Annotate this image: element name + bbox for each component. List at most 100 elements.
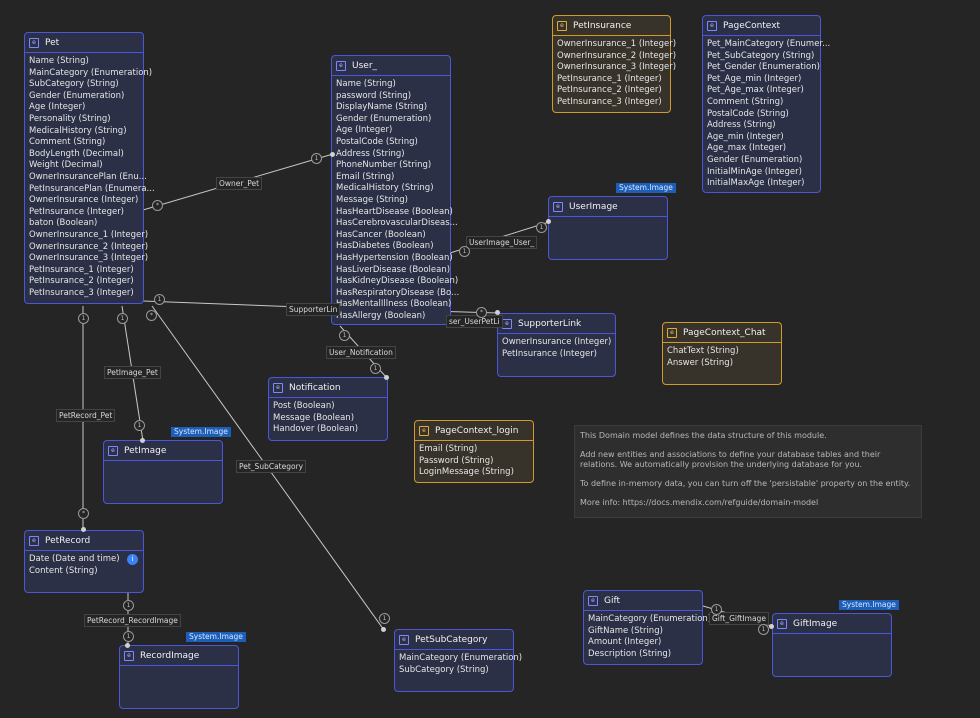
- attribute[interactable]: password (String): [336, 90, 412, 101]
- attribute[interactable]: Message (Boolean): [273, 412, 355, 423]
- attribute[interactable]: HasKidneyDisease (Boolean): [336, 276, 459, 287]
- event-handler-badge[interactable]: i: [127, 554, 138, 565]
- association-label-user-notification[interactable]: User_Notification: [326, 346, 396, 359]
- attribute[interactable]: Age_min (Integer): [707, 131, 784, 142]
- attribute[interactable]: Comment (String): [707, 96, 784, 107]
- attribute[interactable]: OwnerInsurance_2 (Integer): [557, 50, 677, 61]
- association-label-owner-pet[interactable]: Owner_Pet: [216, 177, 263, 190]
- attribute[interactable]: OwnerInsurancePlan (Enu...: [29, 171, 147, 182]
- attribute[interactable]: Pet_Gender (Enumeration): [707, 62, 820, 73]
- attribute[interactable]: PetInsurance_1 (Integer): [29, 264, 134, 275]
- association-label-supporterlink-pet[interactable]: SupporterLin: [286, 303, 341, 316]
- attribute[interactable]: Pet_SubCategory (String): [707, 50, 815, 61]
- association-label-petrecord-recordimage[interactable]: PetRecord_RecordImage: [84, 614, 181, 627]
- attribute[interactable]: HasDiabetes (Boolean): [336, 241, 434, 252]
- attribute[interactable]: SubCategory (String): [399, 664, 489, 675]
- attribute[interactable]: PostalCode (String): [336, 136, 418, 147]
- attribute[interactable]: PetInsurancePlan (Enumera...: [29, 183, 155, 194]
- attribute[interactable]: Gender (Enumeration): [707, 154, 803, 165]
- attribute[interactable]: MedicalHistory (String): [336, 183, 434, 194]
- attribute[interactable]: PetInsurance_2 (Integer): [557, 85, 662, 96]
- info-link[interactable]: More info: https://docs.mendix.com/refgu…: [580, 498, 819, 507]
- attribute[interactable]: Date (Date and time): [29, 554, 120, 564]
- attribute[interactable]: Description (String): [588, 648, 672, 659]
- attribute[interactable]: OwnerInsurance (Integer): [29, 195, 139, 206]
- attribute[interactable]: Message (String): [336, 194, 408, 205]
- attribute[interactable]: PetInsurance (Integer): [502, 348, 597, 359]
- attribute[interactable]: HasRespiratoryDisease (Bo...: [336, 287, 460, 298]
- attribute[interactable]: HasLiverDisease (Boolean): [336, 264, 451, 275]
- attribute[interactable]: MainCategory (Enumeration): [588, 614, 712, 624]
- attribute[interactable]: InitialMinAge (Integer): [707, 166, 802, 177]
- attribute[interactable]: Comment (String): [29, 137, 106, 148]
- attribute[interactable]: Address (String): [707, 120, 776, 131]
- attribute[interactable]: Name (String): [29, 56, 89, 66]
- association-label-pet-subcategory[interactable]: Pet_SubCategory: [236, 460, 307, 473]
- attribute[interactable]: PetInsurance_3 (Integer): [29, 287, 134, 298]
- attribute[interactable]: HasAllergy (Boolean): [336, 310, 426, 321]
- attribute[interactable]: PetInsurance_2 (Integer): [29, 276, 134, 287]
- attribute[interactable]: Pet_MainCategory (Enumer...: [707, 39, 831, 49]
- attribute[interactable]: Address (String): [336, 148, 405, 159]
- association-label-petrecord-pet[interactable]: PetRecord_Pet: [56, 409, 116, 422]
- association-label-gift-giftimage[interactable]: Gift_GiftImage: [709, 612, 769, 625]
- attribute[interactable]: Email (String): [336, 171, 395, 182]
- attribute[interactable]: DisplayName (String): [336, 102, 428, 113]
- attribute[interactable]: LoginMessage (String): [419, 467, 514, 478]
- attribute[interactable]: Answer (String): [667, 357, 734, 368]
- attribute[interactable]: OwnerInsurance (Integer): [502, 337, 612, 347]
- attribute[interactable]: Gender (Enumeration): [29, 90, 125, 101]
- attribute[interactable]: GiftName (String): [588, 625, 663, 636]
- attribute[interactable]: OwnerInsurance_2 (Integer): [29, 241, 149, 252]
- attribute[interactable]: Pet_Age_min (Integer): [707, 73, 802, 84]
- attribute[interactable]: Handover (Boolean): [273, 424, 359, 435]
- attribute[interactable]: PetInsurance_1 (Integer): [557, 73, 662, 84]
- attribute[interactable]: BodyLength (Decimal): [29, 148, 124, 159]
- attribute[interactable]: HasMentalIllness (Boolean): [336, 299, 452, 310]
- association-label-supporterlink-user[interactable]: ser_UserPetLi: [446, 315, 503, 328]
- attribute[interactable]: PetInsurance (Integer): [29, 206, 124, 217]
- attribute[interactable]: baton (Boolean): [29, 218, 98, 229]
- attribute[interactable]: Amount (Integer): [588, 637, 662, 648]
- attribute[interactable]: OwnerInsurance_3 (Integer): [557, 62, 677, 73]
- attribute[interactable]: HasCancer (Boolean): [336, 229, 426, 240]
- attribute[interactable]: OwnerInsurance_3 (Integer): [29, 253, 149, 264]
- attribute[interactable]: SubCategory (String): [29, 79, 119, 90]
- attribute[interactable]: Weight (Decimal): [29, 160, 103, 171]
- association-label-petimage-pet[interactable]: PetImage_Pet: [104, 366, 161, 379]
- attribute[interactable]: HasHypertension (Boolean): [336, 252, 453, 263]
- attribute[interactable]: HasCerebrovascularDiseas...: [336, 218, 458, 229]
- attribute[interactable]: MainCategory (Enumeration): [29, 67, 153, 78]
- attribute[interactable]: Post (Boolean): [273, 401, 335, 411]
- attribute[interactable]: ChatText (String): [667, 346, 739, 356]
- attribute[interactable]: PetInsurance_3 (Integer): [557, 96, 662, 107]
- attribute[interactable]: Age (Integer): [29, 102, 86, 113]
- attribute[interactable]: Gender (Enumeration): [336, 113, 432, 124]
- attribute[interactable]: HasHeartDisease (Boolean): [336, 206, 453, 217]
- attribute[interactable]: Name (String): [336, 79, 396, 89]
- attribute[interactable]: InitialMaxAge (Integer): [707, 178, 805, 189]
- attribute[interactable]: Password (String): [419, 455, 494, 466]
- attribute[interactable]: Content (String): [29, 565, 98, 576]
- attribute[interactable]: Age (Integer): [336, 125, 393, 136]
- attribute[interactable]: Age_max (Integer): [707, 143, 787, 154]
- association-label-userimage-user[interactable]: UserImage_User_: [466, 236, 538, 249]
- attribute[interactable]: Email (String): [419, 444, 478, 454]
- attribute[interactable]: PhoneNumber (String): [336, 160, 432, 171]
- attribute[interactable]: MainCategory (Enumeration): [399, 653, 523, 663]
- attribute[interactable]: OwnerInsurance_1 (Integer): [557, 39, 677, 49]
